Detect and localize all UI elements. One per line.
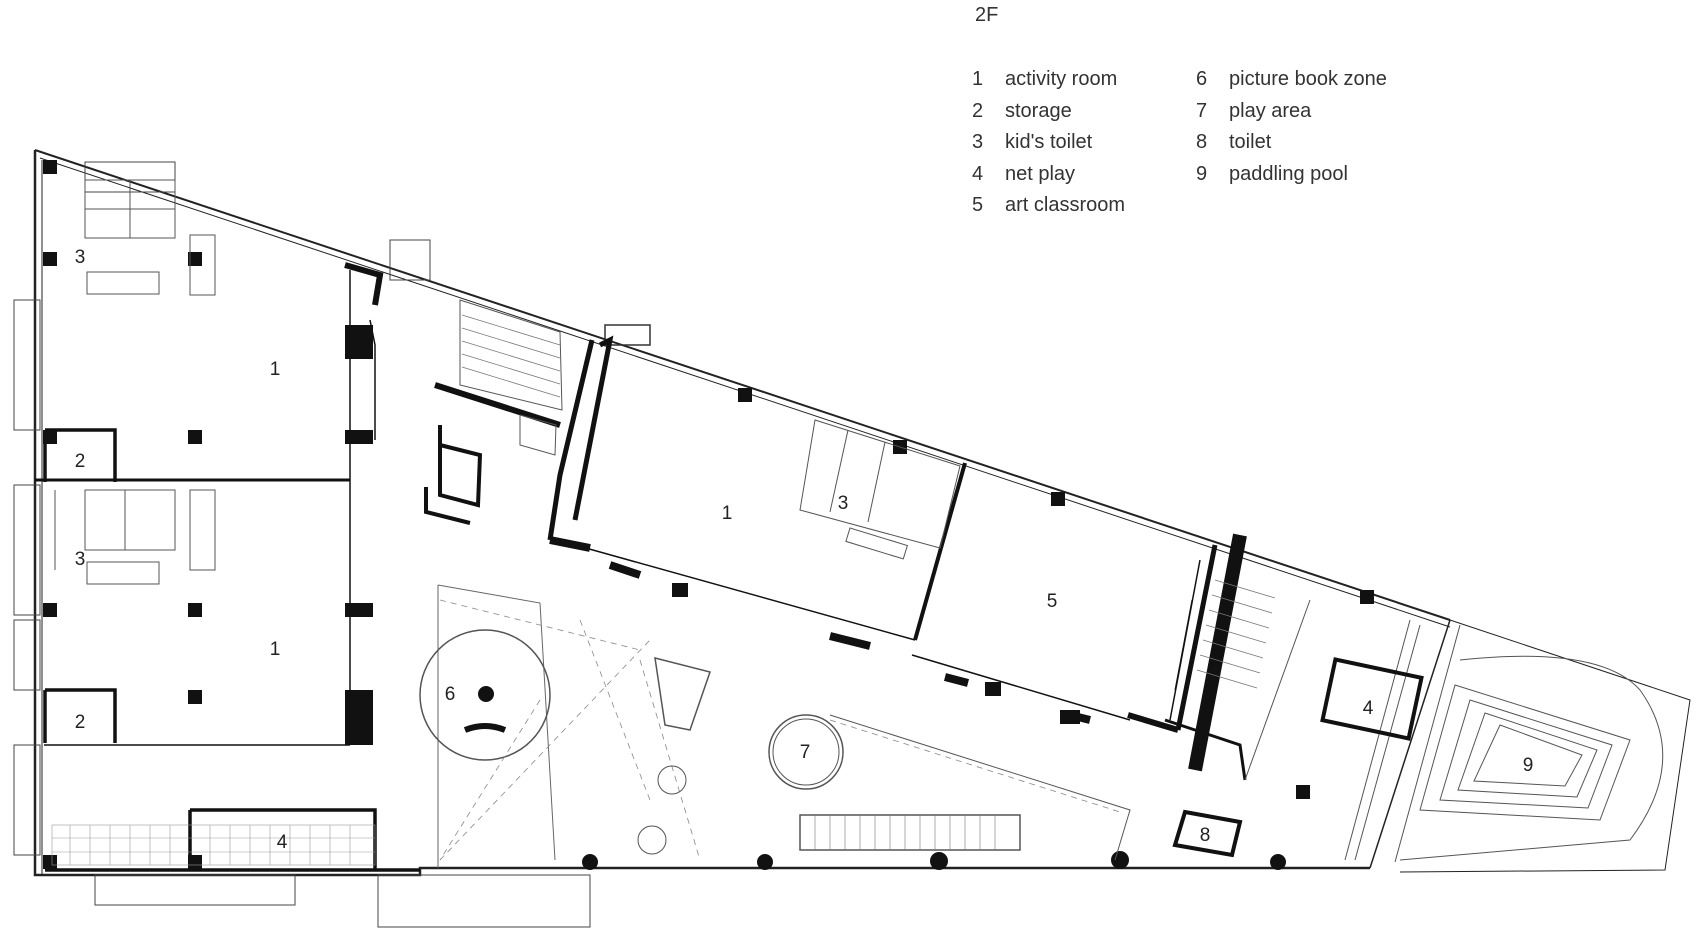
- picture-book-zone-area: [419, 584, 651, 868]
- columns: [43, 160, 1374, 869]
- room-label-toilet-nw: 3: [74, 247, 86, 268]
- central-toilet-block: [799, 419, 961, 560]
- legend-item: 3 kid's toilet: [972, 127, 1125, 159]
- west-wing-walls: [35, 262, 420, 872]
- room-label-picture-book-zone: 6: [444, 684, 456, 705]
- legend-item: 4 net play: [972, 159, 1125, 191]
- legend-label: paddling pool: [1229, 162, 1348, 185]
- net-play-grid: [51, 824, 376, 866]
- legend-label: toilet: [1229, 131, 1272, 153]
- room-label-net-play-e: 4: [1362, 698, 1374, 719]
- legend-item: 1 activity room: [972, 64, 1125, 96]
- legend-item: 7 play area: [1196, 96, 1387, 128]
- west-wing-toilets: [54, 179, 216, 585]
- legend-number: 3: [972, 131, 984, 153]
- room-label-paddling-pool: 9: [1522, 755, 1534, 776]
- room-label-activity-center: 1: [721, 503, 733, 524]
- round-columns: [478, 686, 1286, 870]
- legend-item: 2 storage: [972, 96, 1125, 128]
- legend-number: 9: [1196, 162, 1208, 185]
- room-label-activity-nw: 1: [269, 359, 281, 380]
- room-label-storage-sw: 2: [74, 712, 86, 733]
- legend-label: picture book zone: [1229, 68, 1387, 90]
- room-label-art-classroom: 5: [1046, 591, 1058, 612]
- room-label-net-play-sw: 4: [276, 832, 288, 853]
- legend-number: 7: [1196, 99, 1208, 122]
- legend-number: 2: [972, 99, 984, 122]
- north-stair-core: [424, 299, 651, 552]
- legend-item: 9 paddling pool: [1196, 159, 1387, 191]
- room-label-toilet-w: 3: [74, 549, 86, 570]
- legend-label: kid's toilet: [1005, 131, 1093, 153]
- legend-number: 5: [972, 194, 984, 216]
- outer-boundary: [33, 149, 1691, 877]
- room-label-play-area: 7: [799, 742, 811, 763]
- room-label-toilet-se: 8: [1199, 825, 1211, 846]
- legend-label: activity room: [1005, 68, 1118, 90]
- play-area-zone: [637, 656, 1131, 861]
- legend-number: 1: [972, 68, 984, 90]
- legend-item: 5 art classroom: [972, 190, 1125, 222]
- legend-number: 8: [1196, 131, 1208, 153]
- west-windows: [13, 161, 591, 928]
- east-stair: [1196, 579, 1276, 689]
- legend-item: 6 picture book zone: [1196, 64, 1387, 96]
- floor-title: 2F: [975, 4, 999, 26]
- paddling-pool-outline: [1399, 655, 1664, 861]
- room-label-storage-nw: 2: [74, 451, 86, 472]
- legend-label: play area: [1229, 99, 1312, 122]
- central-wing-walls: [574, 462, 1247, 781]
- legend-label: net play: [1005, 162, 1076, 185]
- legend-number: 6: [1196, 68, 1208, 90]
- east-wing: [1244, 599, 1461, 863]
- legend-label: art classroom: [1005, 194, 1126, 216]
- legend-label: storage: [1005, 99, 1072, 122]
- toilet-se-walls: [1172, 809, 1243, 858]
- legend-number: 4: [972, 162, 984, 185]
- legend-item: 8 toilet: [1196, 127, 1387, 159]
- room-label-activity-sw: 1: [269, 639, 281, 660]
- room-label-toilet-center: 3: [837, 493, 849, 514]
